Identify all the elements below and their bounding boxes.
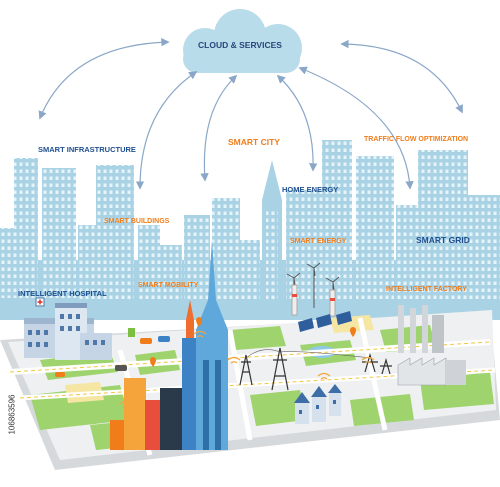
label-home-energy: HOME ENERGY [282,185,339,194]
cloud-services-label: CLOUD & SERVICES [198,40,282,50]
label-intelligent-factory: INTELLIGENT FACTORY [386,286,467,293]
stock-id-vertical: 106863596 [6,360,18,470]
label-smart-energy: SMART ENERGY [290,238,347,245]
downtown-towers-icon [110,240,228,450]
factory-icon [397,305,466,386]
city-skyline [0,140,500,320]
label-smart-mobility: SMART MOBILITY [138,282,199,289]
power-pylon-icon [239,347,392,391]
label-intelligent-hospital: INTELLIGENT HOSPITAL [18,289,107,298]
label-smart-city: SMART CITY [228,137,280,147]
cloud-icon [183,9,302,73]
wifi-icon [119,330,375,408]
car-icon [55,328,170,377]
label-traffic-flow-optimization: TRAFFIC FLOW OPTIMIZATION [364,136,469,143]
label-smart-grid: SMART GRID [416,235,470,245]
location-pin-icon [150,317,356,367]
hospital-icon [24,297,112,360]
solar-panel-icon [298,311,352,332]
connection-arrows [38,38,463,190]
stock-id-text: 106863596 [7,394,17,435]
home-icon [294,384,342,424]
label-smart-infrastructure: SMART INFRASTRUCTURE [38,145,136,154]
smokestack-icon [291,284,336,317]
label-smart-buildings: SMART BUILDINGS [104,218,170,225]
